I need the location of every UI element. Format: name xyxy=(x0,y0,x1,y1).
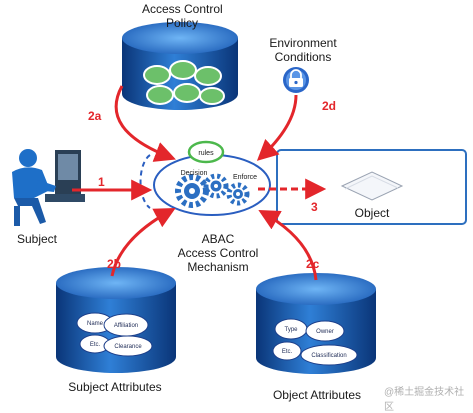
object-oval-etc: Etc. xyxy=(282,349,293,355)
subject-attributes-cylinder: Name Affiliation Etc. Clearance xyxy=(56,267,176,373)
object-oval-owner: Owner xyxy=(316,329,334,335)
mechanism-title: ABAC Access Control Mechanism xyxy=(170,232,266,274)
step-2d-label: 2d xyxy=(322,99,337,113)
step-2c-label: 2c xyxy=(306,257,320,271)
object-oval-classification: Classification xyxy=(311,353,346,359)
environment-title-line1: Environment xyxy=(269,36,337,50)
abac-diagram: Name Affiliation Etc. Clearance Type Own… xyxy=(12,2,467,413)
subject-oval-clearance: Clearance xyxy=(114,344,142,350)
gears-icon xyxy=(175,173,250,208)
watermark: @稀土掘金技术社区 xyxy=(384,387,465,413)
rules-label: rules xyxy=(198,150,214,157)
arrow-step-2b xyxy=(110,208,176,277)
step-2b-label: 2b xyxy=(107,257,122,271)
step-3-label: 3 xyxy=(311,200,318,214)
object-oval-type: Type xyxy=(284,327,298,333)
arrow-step-2d xyxy=(256,94,298,161)
object-label: Object xyxy=(354,206,390,220)
decision-label: Decision xyxy=(181,170,208,177)
mechanism-title-line3: Mechanism xyxy=(187,260,249,274)
subject-label: Subject xyxy=(16,232,58,246)
environment-title-line2: Conditions xyxy=(274,50,332,64)
environment-title: Environment Conditions xyxy=(258,36,348,64)
subject-person-icon xyxy=(12,149,85,226)
enforce-label: Enforce xyxy=(233,174,257,181)
rules-oval: rules xyxy=(187,140,225,164)
arrows xyxy=(72,85,327,281)
object-attributes-label: Object Attributes xyxy=(272,388,362,402)
arrow-step-2a xyxy=(114,85,176,162)
subject-oval-etc: Etc. xyxy=(90,342,101,348)
policy-cylinder xyxy=(122,22,238,110)
policy-rule-ovals xyxy=(143,60,225,105)
policy-title: Access Control Policy xyxy=(142,2,223,30)
object-attributes-cylinder: Type Owner Etc. Classification xyxy=(256,273,376,374)
mechanism-title-line1: ABAC xyxy=(201,232,235,246)
diagram-canvas: Name Affiliation Etc. Clearance Type Own… xyxy=(12,22,467,374)
subject-oval-name: Name xyxy=(87,321,104,327)
mechanism-title-line2: Access Control xyxy=(177,246,259,260)
arrow-step-2c xyxy=(258,209,318,281)
lock-icon xyxy=(283,67,309,93)
step-1-label: 1 xyxy=(98,175,105,189)
step-2a-label: 2a xyxy=(88,109,102,123)
policy-title-line2: Policy xyxy=(165,16,198,30)
policy-title-line1: Access Control xyxy=(142,2,223,16)
document-icon xyxy=(340,171,404,201)
subject-attributes-label: Subject Attributes xyxy=(68,380,162,394)
subject-oval-affiliation: Affiliation xyxy=(114,323,138,329)
